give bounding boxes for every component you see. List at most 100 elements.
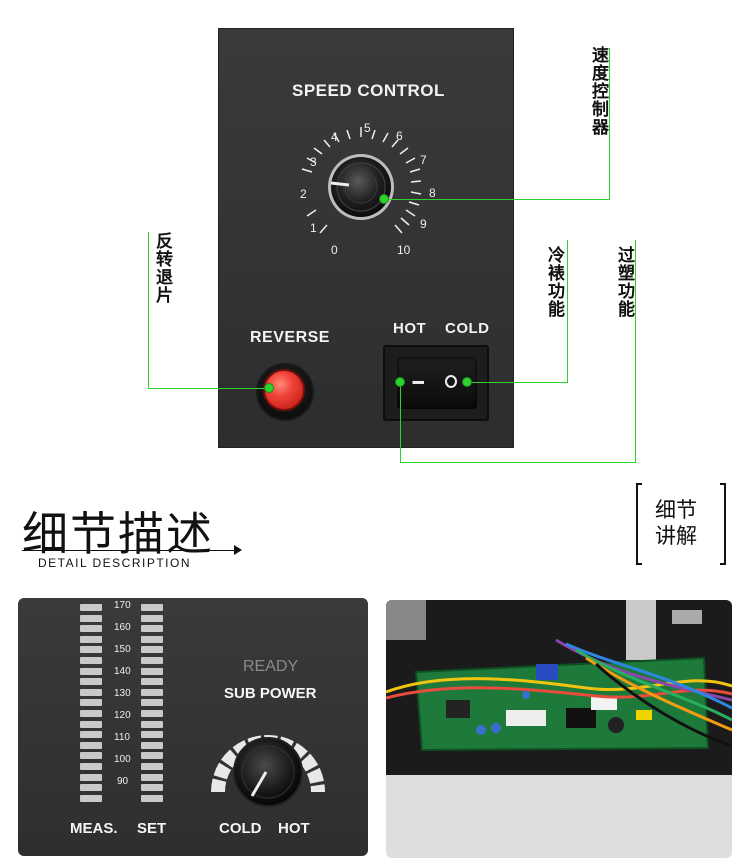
detail-explain-line-1: 细节 [655, 498, 697, 522]
sub-power-knob[interactable] [208, 712, 328, 824]
dial-number-9: 9 [420, 217, 427, 231]
meas-led-segment [80, 646, 102, 654]
set-label: SET [137, 820, 167, 837]
hot-callout-line-h [400, 462, 636, 463]
meas-led-segment [80, 667, 102, 675]
dial-number-0: 0 [331, 243, 338, 257]
rocker-on-symbol: I [408, 379, 428, 386]
scale-label-90: 90 [117, 776, 129, 787]
meas-label: MEAS. [70, 820, 118, 837]
dial-number-4: 4 [331, 130, 338, 144]
meas-led-segment [80, 699, 102, 707]
reverse-label: REVERSE [250, 329, 330, 346]
meas-led-segment [80, 731, 102, 739]
meas-led-segment [80, 773, 102, 781]
dial-number-8: 8 [429, 186, 436, 200]
dial-number-10: 10 [397, 243, 411, 257]
meas-led-segment [80, 657, 102, 664]
reverse-callout-line-h [148, 388, 270, 389]
dial-number-2: 2 [300, 187, 307, 201]
set-led-segment [141, 720, 163, 728]
detail-subtitle: DETAIL DESCRIPTION [38, 556, 192, 570]
set-led-segment [141, 731, 163, 739]
set-led-segment [141, 667, 163, 675]
meas-led-segment [80, 794, 102, 802]
meas-led-segment [80, 625, 102, 633]
hot-callout-line-v1 [400, 382, 401, 463]
speed-callout-line-v [609, 48, 610, 200]
dial-number-1: 1 [310, 221, 317, 235]
set-led-segment [141, 614, 163, 622]
meas-led-segment [80, 604, 102, 611]
set-led-segment [141, 752, 163, 760]
dial-number-7: 7 [420, 153, 427, 167]
meas-led-segment [80, 688, 102, 696]
set-led-segment [141, 763, 163, 770]
set-led-segment [141, 646, 163, 654]
meter-panel: 170 160 150 140 130 120 110 100 90 MEAS.… [18, 598, 368, 856]
set-led-segment [141, 657, 163, 664]
set-led-segment [141, 773, 163, 781]
dial-number-6: 6 [396, 129, 403, 143]
circuit-board-photo [386, 600, 732, 858]
set-led-segment [141, 794, 163, 802]
set-led-segment [141, 710, 163, 717]
scale-label-170: 170 [114, 600, 131, 611]
control-panel: SPEED CONTROL [218, 28, 514, 448]
detail-title: 细节描述 [22, 507, 214, 561]
hot-callout-line-v2 [635, 240, 636, 463]
scale-label-120: 120 [114, 710, 131, 721]
detail-explain-line-2: 讲解 [655, 524, 697, 548]
dial-number-5: 5 [364, 121, 371, 135]
set-led-segment [141, 625, 163, 633]
ready-indicator: READY [243, 658, 299, 675]
set-led-segment [141, 688, 163, 696]
meas-led-segment [80, 678, 102, 686]
scale-label-140: 140 [114, 666, 131, 677]
dial-number-3: 3 [310, 155, 317, 169]
reverse-callout-dot [264, 383, 274, 393]
meas-led-segment [80, 784, 102, 792]
meas-led-segment [80, 763, 102, 770]
reverse-callout-line-v [148, 232, 149, 389]
cold-callout-dot [462, 377, 472, 387]
meas-led-segment [80, 635, 102, 643]
set-led-segment [141, 678, 163, 686]
dial-tick-marks [301, 127, 422, 234]
reverse-callout-label: 反转退片 [152, 232, 172, 304]
detail-explain: 细节 讲解 [655, 497, 697, 549]
scale-label-160: 160 [114, 622, 131, 633]
set-led-segment [141, 784, 163, 792]
meas-led-segment [80, 752, 102, 760]
set-led-segment [141, 635, 163, 643]
bracket-left [636, 483, 642, 565]
meas-led-segment [80, 720, 102, 728]
detail-rule [22, 550, 238, 551]
speed-callout-line-h [385, 199, 610, 200]
cold-callout-line-v [567, 240, 568, 383]
set-led-segment [141, 699, 163, 707]
set-led-segment [141, 604, 163, 611]
scale-label-100: 100 [114, 754, 131, 765]
speed-dial[interactable] [291, 117, 431, 257]
speed-control-title: SPEED CONTROL [292, 81, 445, 100]
hot-label: HOT [393, 320, 427, 337]
cold-callout-line-h [468, 382, 568, 383]
meas-led-segment [80, 710, 102, 717]
arrow-right-icon [234, 545, 242, 555]
circuit-board-image [386, 600, 732, 858]
hot-callout-label: 过塑功能 [614, 246, 634, 318]
knob-hot-label: HOT [278, 820, 310, 837]
cold-label: COLD [445, 320, 490, 337]
cold-callout-label: 冷裱功能 [544, 246, 564, 318]
bracket-right [720, 483, 726, 565]
set-led-segment [141, 741, 163, 749]
rocker-off-symbol [445, 375, 457, 388]
speed-callout-label: 速度控制器 [588, 46, 608, 136]
hot-callout-dot [395, 377, 405, 387]
meas-led-segment [80, 741, 102, 749]
meas-led-segment [80, 614, 102, 622]
scale-label-150: 150 [114, 644, 131, 655]
sub-power-label: SUB POWER [224, 685, 317, 702]
scale-label-110: 110 [114, 732, 130, 743]
